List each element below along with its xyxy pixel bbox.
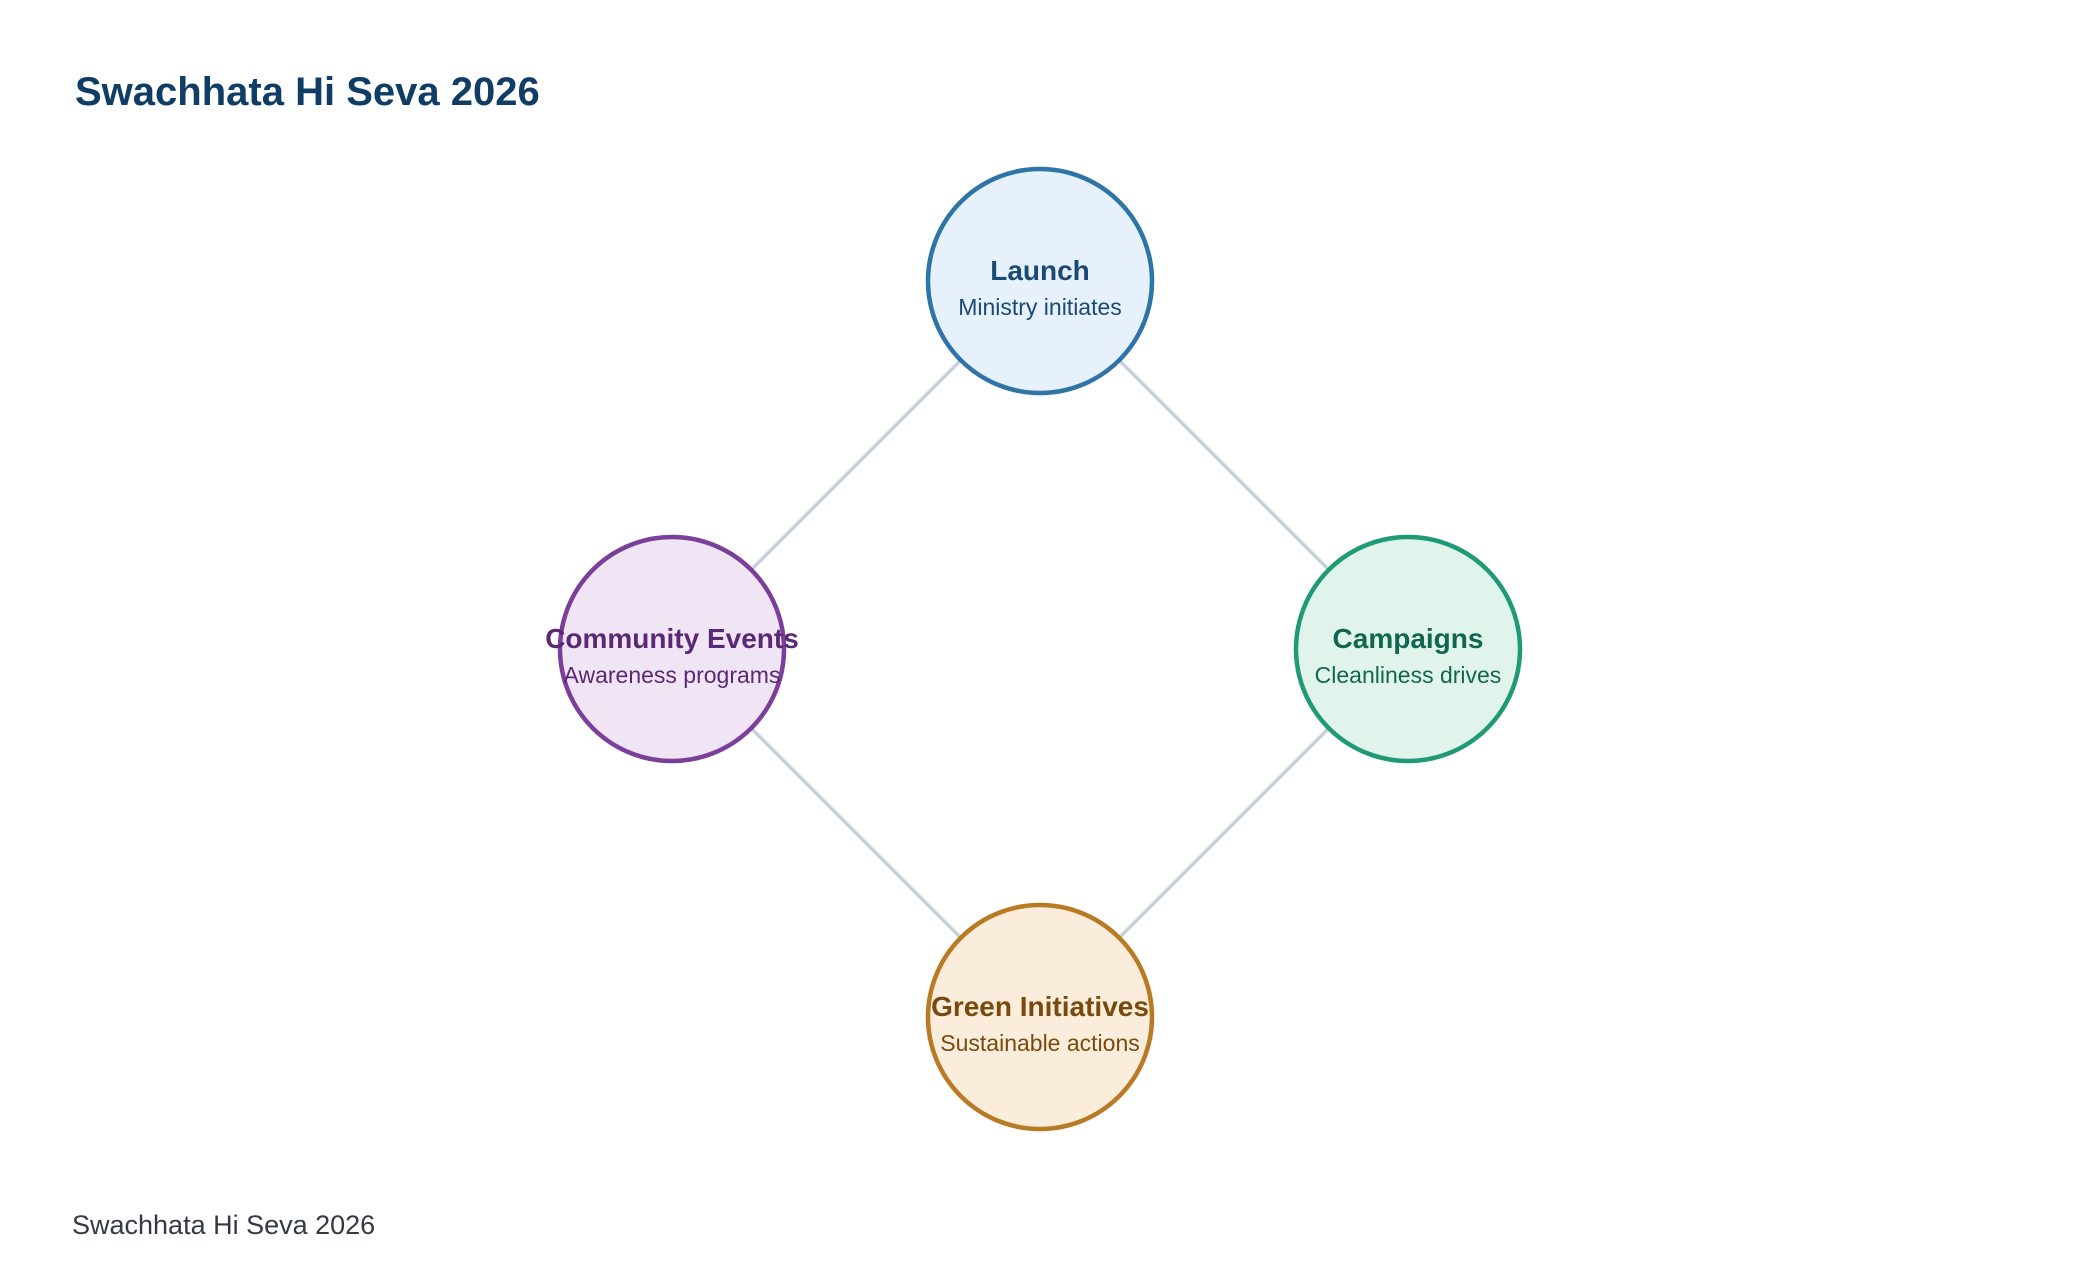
node-title-green-initiatives: Green Initiatives — [931, 991, 1149, 1022]
footer-caption: Swachhata Hi Seva 2026 — [72, 1210, 376, 1240]
page-title: Swachhata Hi Seva 2026 — [75, 70, 540, 114]
connector-green-initiatives-community-events — [749, 726, 963, 940]
connector-layer — [749, 358, 1331, 940]
node-subtitle-community-events: Awareness programs — [564, 662, 781, 688]
node-title-community-events: Community Events — [545, 623, 799, 654]
node-subtitle-launch: Ministry initiates — [958, 294, 1122, 320]
node-title-campaigns: Campaigns — [1333, 623, 1484, 654]
connector-campaigns-green-initiatives — [1117, 726, 1331, 940]
node-subtitle-campaigns: Cleanliness drives — [1315, 662, 1502, 688]
node-circle-campaigns — [1293, 534, 1523, 764]
node-circle-launch — [925, 166, 1155, 396]
node-circle-community-events — [557, 534, 787, 764]
connector-launch-campaigns — [1117, 358, 1331, 572]
node-circle-green-initiatives — [925, 902, 1155, 1132]
connector-community-events-launch — [749, 358, 963, 572]
node-subtitle-green-initiatives: Sustainable actions — [940, 1030, 1139, 1056]
node-title-launch: Launch — [990, 255, 1090, 286]
